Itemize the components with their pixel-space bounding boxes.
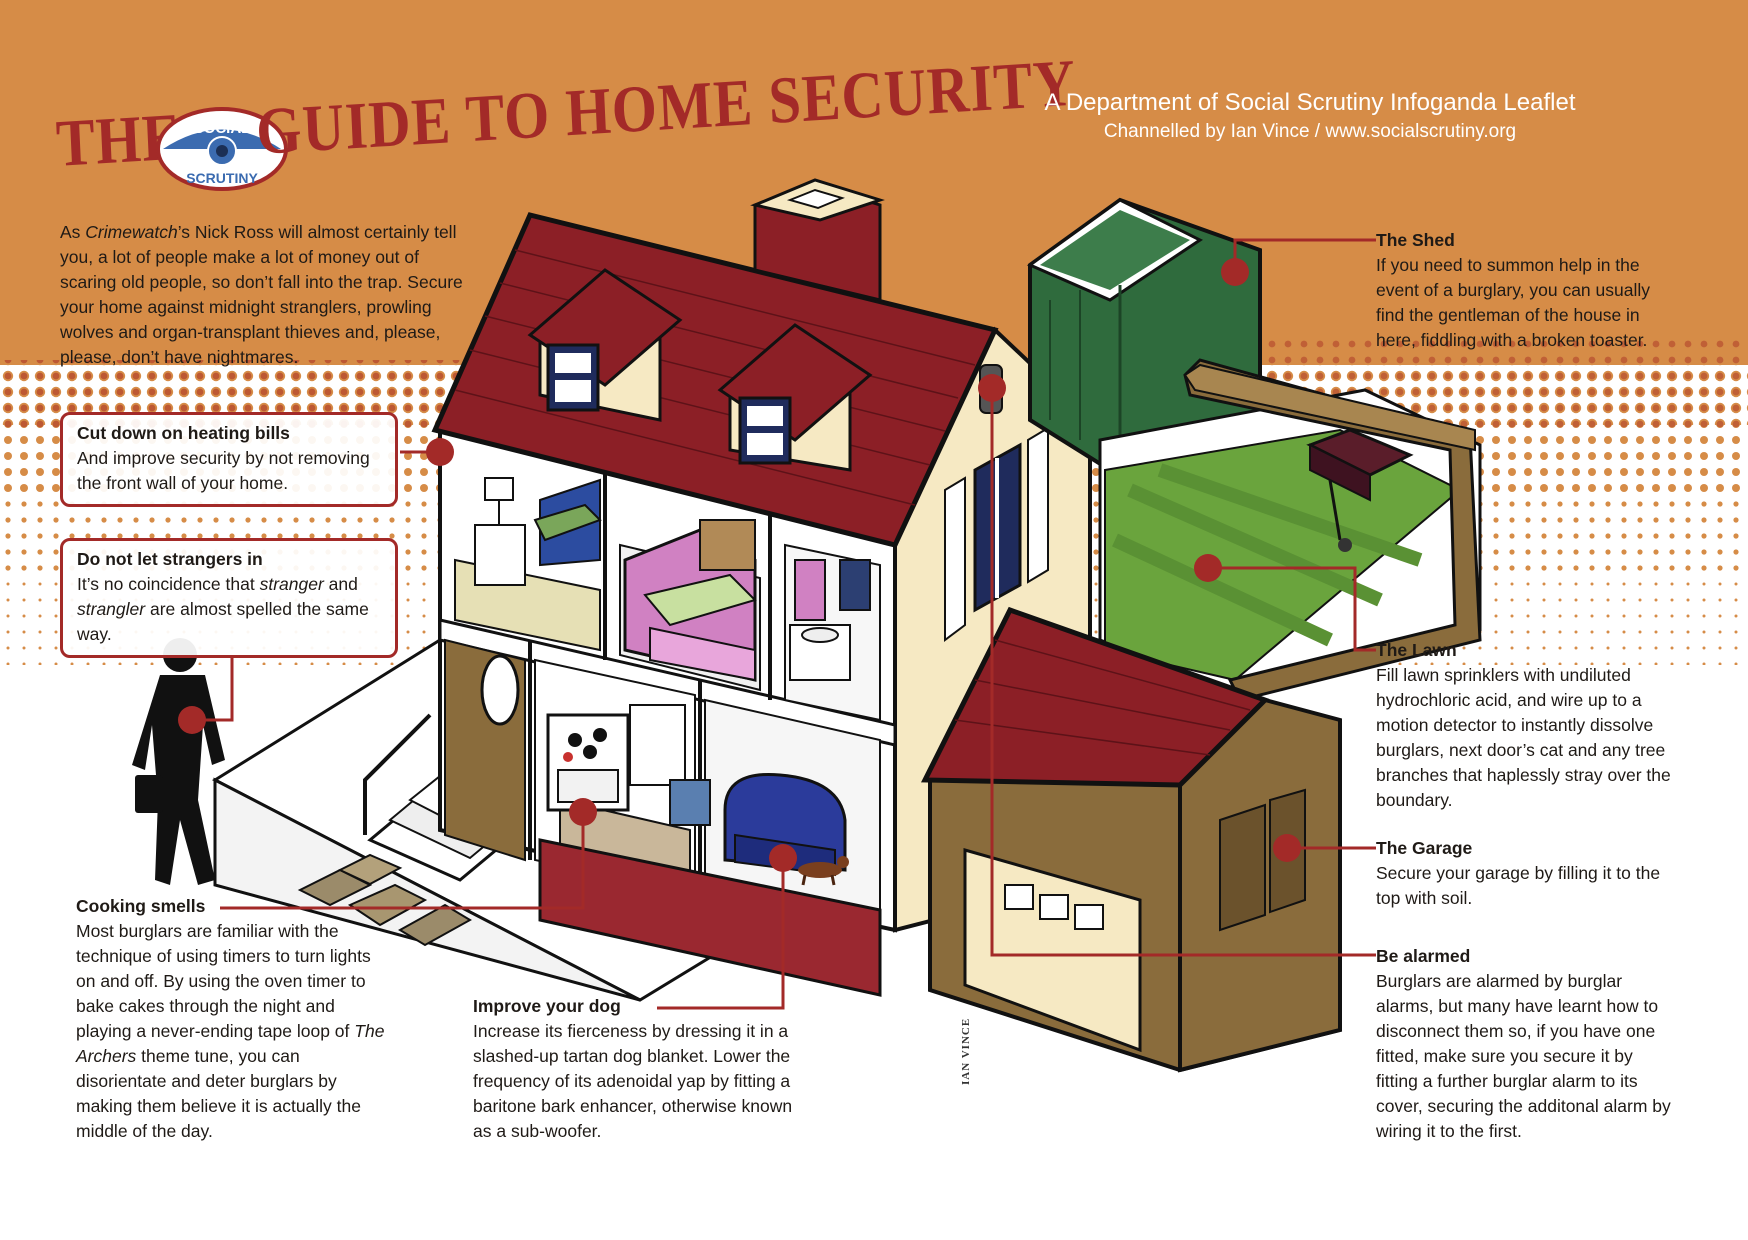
side-window [944,426,1049,642]
lawn-stripes [1112,463,1423,647]
dachshund-dog [798,856,849,886]
intro-show-name: Crimewatch [85,222,178,242]
callout-dog-title: Improve your dog [473,996,621,1016]
callout-strangers-body: It’s no coincidence that stranger and st… [77,572,383,647]
brick-foundation [538,838,882,997]
barbecue-grill [1306,428,1414,552]
marker-cooking [569,798,597,826]
header-line-2: Channelled by Ian Vince / www.socialscru… [1103,121,1517,142]
callout-cooking: Cooking smells Most burglars are familia… [76,894,386,1144]
callout-lawn-body: Fill lawn sprinklers with undiluted hydr… [1376,665,1671,810]
hallway [444,638,526,862]
text-italic: strangler [77,599,146,619]
floor-divider [438,618,897,747]
callout-shed-body: If you need to summon help in the event … [1376,255,1651,350]
dormer-right [717,323,873,472]
intro-paragraph: As Crimewatch’s Nick Ross will almost ce… [60,220,480,370]
callout-markers [178,258,1301,872]
bedroom-left [454,477,602,652]
bedroom-middle [619,519,761,692]
callout-dog-body: Increase its fierceness by dressing it i… [473,1021,793,1141]
text-part: Most burglars are familiar with the tech… [76,921,371,1041]
callout-strangers: Do not let strangers in It’s no coincide… [60,538,398,658]
callout-alarmed-body: Burglars are alarmed by burglar alarms, … [1376,971,1671,1141]
callout-garage: The Garage Secure your garage by filling… [1376,836,1676,911]
text-part: and [323,574,358,594]
callout-shed-title: The Shed [1376,230,1455,250]
garage [920,606,1343,1073]
marker-dog [769,844,797,872]
marker-lawn [1194,554,1222,582]
marker-heating [426,438,454,466]
text-part: are almost spelled the same way. [77,599,369,644]
callout-heating: Cut down on heating bills And improve se… [60,412,398,507]
callout-shed: The Shed If you need to summon help in t… [1376,228,1676,353]
text-italic: The Archers [76,1021,385,1066]
leaflet-header: A Department of Social Scrutiny Infogand… [960,88,1660,146]
silhouette-stranger [132,638,225,885]
chimney [750,178,885,302]
header-line-1: A Department of Social Scrutiny Infogand… [1044,89,1576,116]
callout-dog: Improve your dog Increase its fierceness… [473,994,798,1144]
callout-alarmed: Be alarmed Burglars are alarmed by burgl… [1376,944,1676,1144]
stone-path [297,853,472,947]
callout-cooking-body: Most burglars are familiar with the tech… [76,919,386,1144]
intro-part: ’s Nick Ross will almost certainly tell … [60,222,463,367]
marker-strangers [178,706,206,734]
callout-heating-body: And improve security by not removing the… [77,448,370,493]
dormer-left [527,268,683,422]
bathroom [784,543,881,722]
callout-strangers-title: Do not let strangers in [77,549,263,569]
logo-top-text: SOCIAL [194,120,251,137]
callout-garage-body: Secure your garage by filling it to the … [1376,863,1661,908]
callout-lawn-title: The Lawn [1376,640,1457,660]
callout-alarmed-title: Be alarmed [1376,946,1471,966]
leaflet-title: THE SOCIAL SCRUTINY GUIDE TO HOME SECURI… [55,45,1078,205]
text-part: theme tune, you can disorientate and det… [76,1046,361,1141]
callout-heating-title: Cut down on heating bills [77,423,290,443]
text-part: It’s no coincidence that [77,574,260,594]
logo-bottom-text: SCRUTINY [186,170,258,186]
callout-cooking-title: Cooking smells [76,896,206,916]
intro-part: As [60,222,86,242]
marker-shed [1221,258,1249,286]
garden-shed [1026,197,1262,473]
callout-garage-title: The Garage [1376,838,1473,858]
artist-credit: IAN VINCE [960,1017,972,1085]
marker-garage [1273,834,1301,862]
marker-alarm [978,374,1006,402]
callout-lawn: The Lawn Fill lawn sprinklers with undil… [1376,638,1681,813]
text-italic: stranger [259,574,324,594]
social-scrutiny-eye-logo: SOCIAL SCRUTINY [156,107,288,191]
